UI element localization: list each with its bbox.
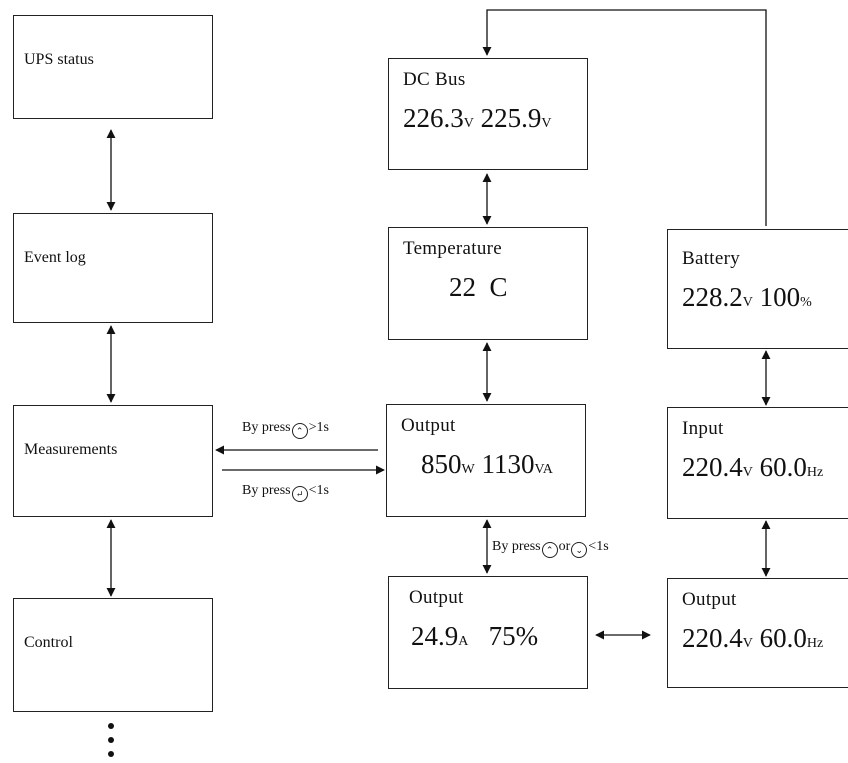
scroll-instruction: By press⌃or⌄<1s	[492, 539, 609, 558]
screen-title: Battery	[682, 248, 741, 269]
screen-dc-bus: DC Bus 226.3V 225.9V	[388, 58, 588, 170]
screen-output-voltage: Output 220.4V 60.0Hz	[667, 578, 848, 688]
screen-temperature: Temperature 22 C	[388, 227, 588, 340]
screen-reading: 850W 1130VA	[421, 449, 553, 479]
enter-instruction: By press⌃>1s	[242, 420, 329, 439]
enter-button-icon: ↵	[291, 486, 308, 502]
screen-reading: 220.4V 60.0Hz	[682, 452, 824, 482]
menu-measurements[interactable]: Measurements	[13, 405, 213, 517]
screen-reading: 228.2V 100%	[682, 282, 812, 312]
menu-label: UPS status	[24, 51, 94, 68]
menu-label: Control	[24, 634, 73, 651]
screen-battery: Battery 228.2V 100%	[667, 229, 848, 349]
menu-ups-status[interactable]: UPS status	[13, 15, 213, 119]
screen-title: Output	[409, 587, 464, 608]
screen-reading: 226.3V 225.9V	[403, 103, 552, 133]
back-instruction: By press↵<1s	[242, 483, 329, 502]
screen-reading: 24.9A 75%	[411, 621, 539, 651]
menu-event-log[interactable]: Event log	[13, 213, 213, 323]
screen-title: Output	[682, 589, 737, 610]
up-button-icon: ⌃	[541, 542, 558, 558]
menu-control[interactable]: Control	[13, 598, 213, 712]
loop-connector	[482, 9, 767, 226]
screen-reading: 22 C	[449, 272, 508, 302]
screen-title: DC Bus	[403, 69, 466, 90]
screen-output-current: Output 24.9A 75%	[388, 576, 588, 689]
screen-output-power: Output 850W 1130VA	[386, 404, 586, 517]
screen-title: Temperature	[403, 238, 503, 259]
up-button-icon: ⌃	[291, 423, 308, 439]
screen-title: Output	[401, 415, 456, 436]
screen-reading: 220.4V 60.0Hz	[682, 623, 824, 653]
down-button-icon: ⌄	[571, 542, 588, 558]
menu-label: Measurements	[24, 441, 118, 458]
menu-label: Event log	[24, 249, 86, 266]
screen-input: Input 220.4V 60.0Hz	[667, 407, 848, 519]
screen-title: Input	[682, 418, 724, 439]
